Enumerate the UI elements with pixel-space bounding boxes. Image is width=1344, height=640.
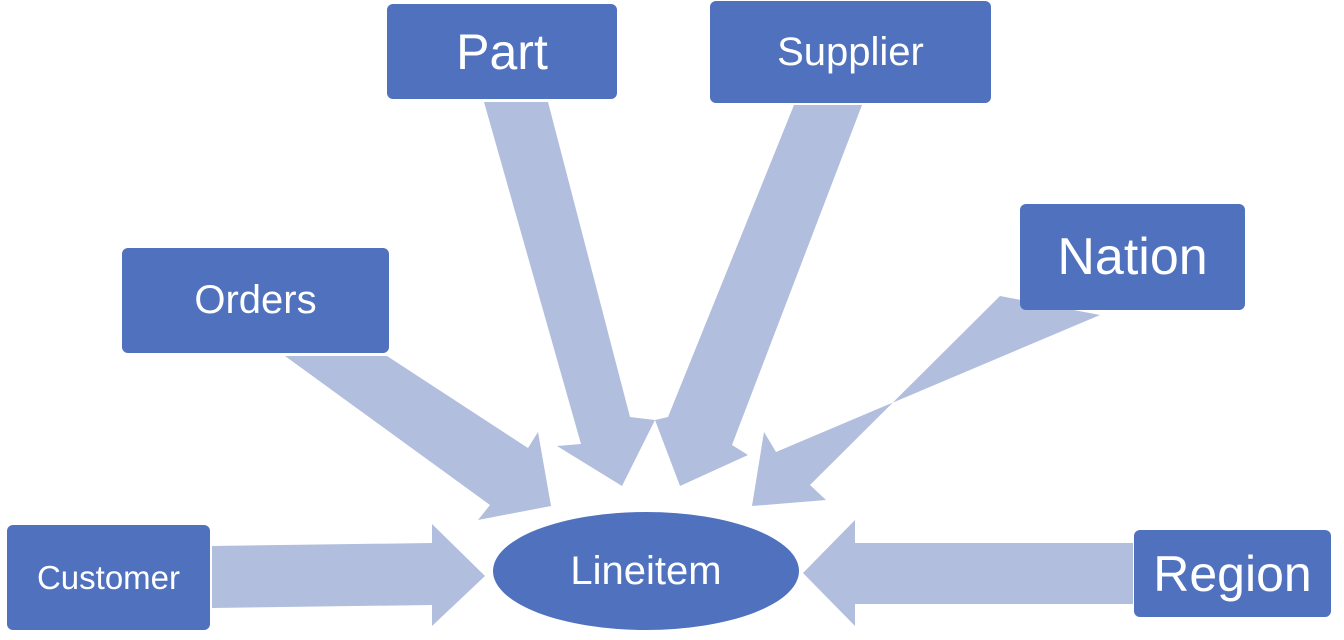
nation-box: Nation — [1020, 204, 1245, 310]
arrow-orders-to-lineitem — [285, 356, 551, 520]
arrow-supplier-to-lineitem — [655, 105, 862, 486]
part-box: Part — [387, 4, 617, 99]
supplier-box: Supplier — [710, 1, 991, 103]
arrow-region-to-lineitem — [803, 520, 1133, 626]
part-label: Part — [456, 23, 548, 80]
region-box: Region — [1134, 530, 1331, 617]
arrow-customer-to-lineitem — [212, 524, 485, 626]
customer-box: Customer — [7, 525, 210, 630]
arrow-nation-to-lineitem — [752, 296, 1100, 506]
lineitem-label: Lineitem — [570, 548, 722, 593]
region-label: Region — [1153, 545, 1312, 602]
nation-label: Nation — [1057, 228, 1208, 286]
orders-label: Orders — [194, 278, 317, 322]
supplier-label: Supplier — [777, 29, 924, 74]
arrow-part-to-lineitem — [484, 102, 655, 486]
orders-box: Orders — [122, 248, 389, 353]
customer-label: Customer — [36, 558, 181, 596]
lineitem-node: Lineitem — [493, 512, 799, 630]
